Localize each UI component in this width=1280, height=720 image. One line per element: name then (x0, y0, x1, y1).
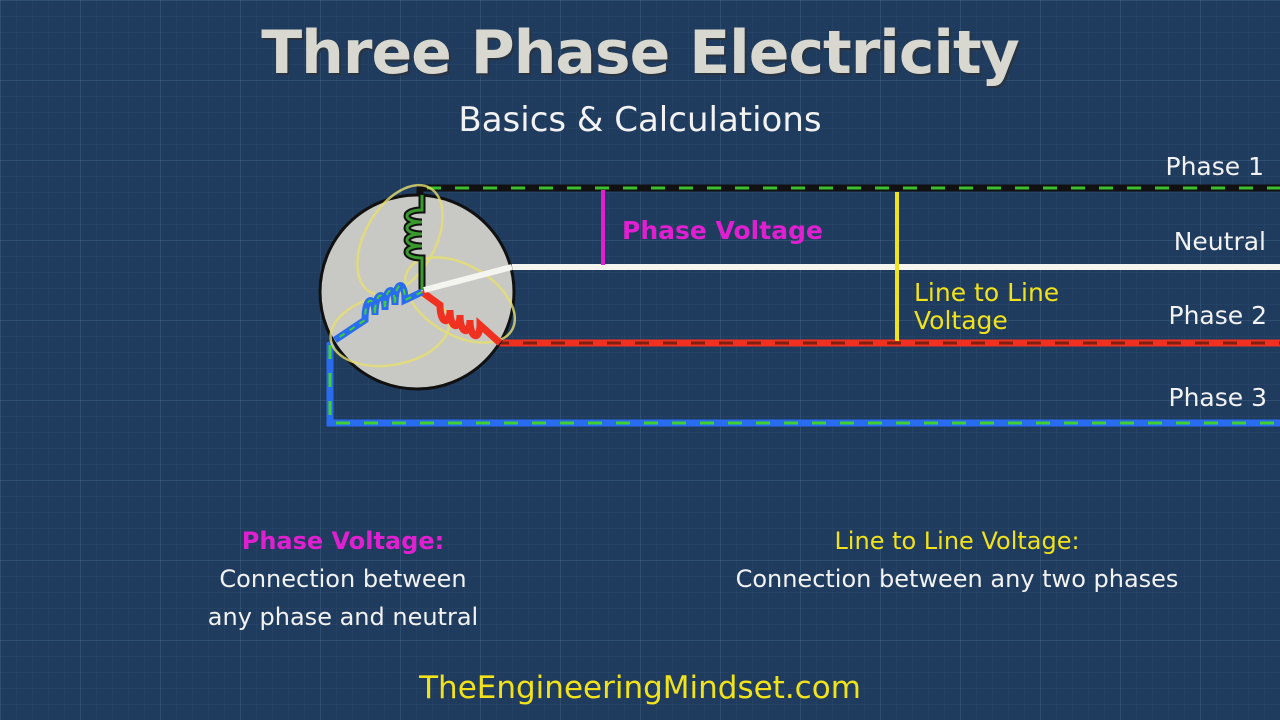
phase-voltage-text-1: Connection between (219, 565, 467, 593)
phase3-label: Phase 3 (1169, 383, 1268, 412)
phase1-label: Phase 1 (1166, 152, 1265, 181)
line-voltage-label-1: Line to Line (914, 278, 1059, 307)
line-voltage-label-2: Voltage (914, 306, 1008, 335)
phase2-label: Phase 2 (1169, 301, 1268, 330)
phase-voltage-text-2: any phase and neutral (207, 603, 479, 631)
line-voltage-heading: Line to Line Voltage: (834, 527, 1080, 555)
page-title: Three Phase Electricity (261, 18, 1020, 88)
phase1-wire (416, 184, 1280, 265)
phase3-coil (333, 282, 424, 343)
page-subtitle: Basics & Calculations (458, 100, 822, 140)
phase-voltage-label: Phase Voltage (622, 216, 823, 245)
phase1-coil (403, 195, 426, 290)
line-voltage-definition: Line to Line Voltage: Connection between… (657, 522, 1257, 598)
phase-voltage-definition: Phase Voltage: Connection between any ph… (143, 522, 543, 636)
line-voltage-text-1: Connection between any two phases (735, 565, 1179, 593)
phase2-coil (419, 289, 503, 346)
generator (318, 183, 517, 391)
phase-voltage-heading: Phase Voltage: (241, 527, 445, 555)
neutral-label: Neutral (1174, 227, 1266, 256)
footer-website: TheEngineeringMindset.com (419, 670, 861, 706)
